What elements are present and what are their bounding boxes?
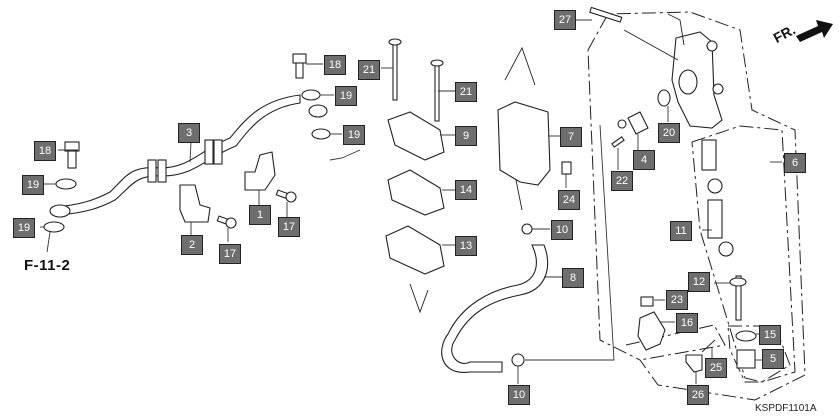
callout-20[interactable]: 20 [658,123,680,143]
diaphragm [385,225,445,275]
callout-21-b[interactable]: 21 [455,82,477,102]
washer-19-upper-a [301,89,321,101]
callout-11[interactable]: 11 [670,221,692,241]
piston [707,199,723,239]
joint-4-nozzle [617,119,627,129]
clamp-1-shape [244,151,276,191]
clip-10-lower [511,353,525,367]
secondary-cup [718,241,734,257]
callout-17-b[interactable]: 17 [278,217,300,237]
callout-9[interactable]: 9 [455,126,477,146]
callout-26[interactable]: 26 [687,385,709,405]
reservoir-outlet [515,179,523,211]
callout-19-upper-a[interactable]: 19 [335,86,357,106]
callout-19-upper-b[interactable]: 19 [343,125,365,145]
cylinder-lug-upper [706,40,718,52]
inner-assembly-outline [691,125,796,383]
spring [701,139,717,171]
callout-22[interactable]: 22 [611,171,633,191]
callout-24[interactable]: 24 [558,190,580,210]
supply-hose [441,244,549,373]
screw-22-shape [611,136,625,148]
hose-upper-banjo [308,104,328,118]
callout-13[interactable]: 13 [455,236,477,256]
callout-12[interactable]: 12 [688,272,710,292]
callout-18-left[interactable]: 18 [34,141,56,161]
clip-10-upper [521,223,533,235]
push-rod-washer [729,277,747,287]
callout-27[interactable]: 27 [554,10,576,30]
circlip-15 [735,330,757,342]
boot-5 [736,349,756,369]
washer-19-left-a [55,178,77,190]
callout-18-upper[interactable]: 18 [324,55,346,75]
bolt-27-shape [589,6,623,23]
nut-23-shape [640,296,654,307]
nut-24-shape [561,161,572,175]
callout-6[interactable]: 6 [784,153,806,173]
callout-2[interactable]: 2 [181,235,203,255]
screw-21-b [434,64,440,122]
joint-4 [627,111,649,135]
washer-19-left-b [43,221,65,233]
bolt-18-upper-head [292,53,307,64]
clevis-pin-26 [685,354,703,373]
hose-grommet-3 [204,139,214,165]
callout-1[interactable]: 1 [249,205,271,225]
callout-15[interactable]: 15 [759,325,781,345]
hose-grommet-2 [157,159,167,183]
hose-grommet-1 [147,159,157,183]
clamp-2-shape [179,184,211,223]
callout-14[interactable]: 14 [455,180,477,200]
screw-21-a-head [388,38,402,46]
bolt-17-a-head [225,217,237,229]
primary-cup [707,178,723,194]
callout-4[interactable]: 4 [633,150,655,170]
diaphragm-plate [387,169,445,216]
brake-hose [54,94,301,216]
push-rod [735,275,742,321]
bolt-18-left-head [64,141,80,152]
callout-23[interactable]: 23 [666,290,688,310]
body-leader [667,13,685,46]
callout-10-lower[interactable]: 10 [508,385,530,405]
callout-16[interactable]: 16 [676,313,698,333]
callout-7[interactable]: 7 [560,127,582,147]
callout-10-upper[interactable]: 10 [551,220,573,240]
callout-19-left-b[interactable]: 19 [13,218,35,238]
bolt-17-b-head [285,191,297,203]
screw-21-b-head [430,59,444,67]
reservoir-cap [387,111,445,161]
screw-21-a [392,43,398,101]
cap-stack-line [409,283,429,314]
washer-19-upper-b [311,128,331,140]
cotter-pin-25 [701,339,716,353]
leader-lines [40,19,782,384]
master-cylinder-assembly-outline [587,11,806,401]
clevis-outline [625,324,726,361]
hose-8-leader [525,124,615,361]
clevis-16 [637,311,666,351]
reservoir-leader [504,46,536,86]
reference-page-link[interactable]: F-11-2 [24,257,71,274]
bolt-27-guide [623,29,679,61]
callout-25[interactable]: 25 [705,358,727,378]
cylinder-lug-lower [712,83,724,95]
ref-arrow [46,231,51,253]
callout-8[interactable]: 8 [562,268,584,288]
o-ring-20 [657,89,671,107]
callout-21-a[interactable]: 21 [358,60,380,80]
callout-5[interactable]: 5 [762,349,784,369]
cylinder-port [678,69,698,95]
callout-3[interactable]: 3 [178,123,200,143]
diagram-code: KSPDF1101A [755,403,817,414]
callout-19-left-a[interactable]: 19 [22,175,44,195]
reservoir [497,101,551,186]
hose-banjo-end [49,204,71,218]
front-arrow-icon [796,20,833,42]
hose-grommet-4 [213,139,223,165]
callout-17-a[interactable]: 17 [219,244,241,264]
